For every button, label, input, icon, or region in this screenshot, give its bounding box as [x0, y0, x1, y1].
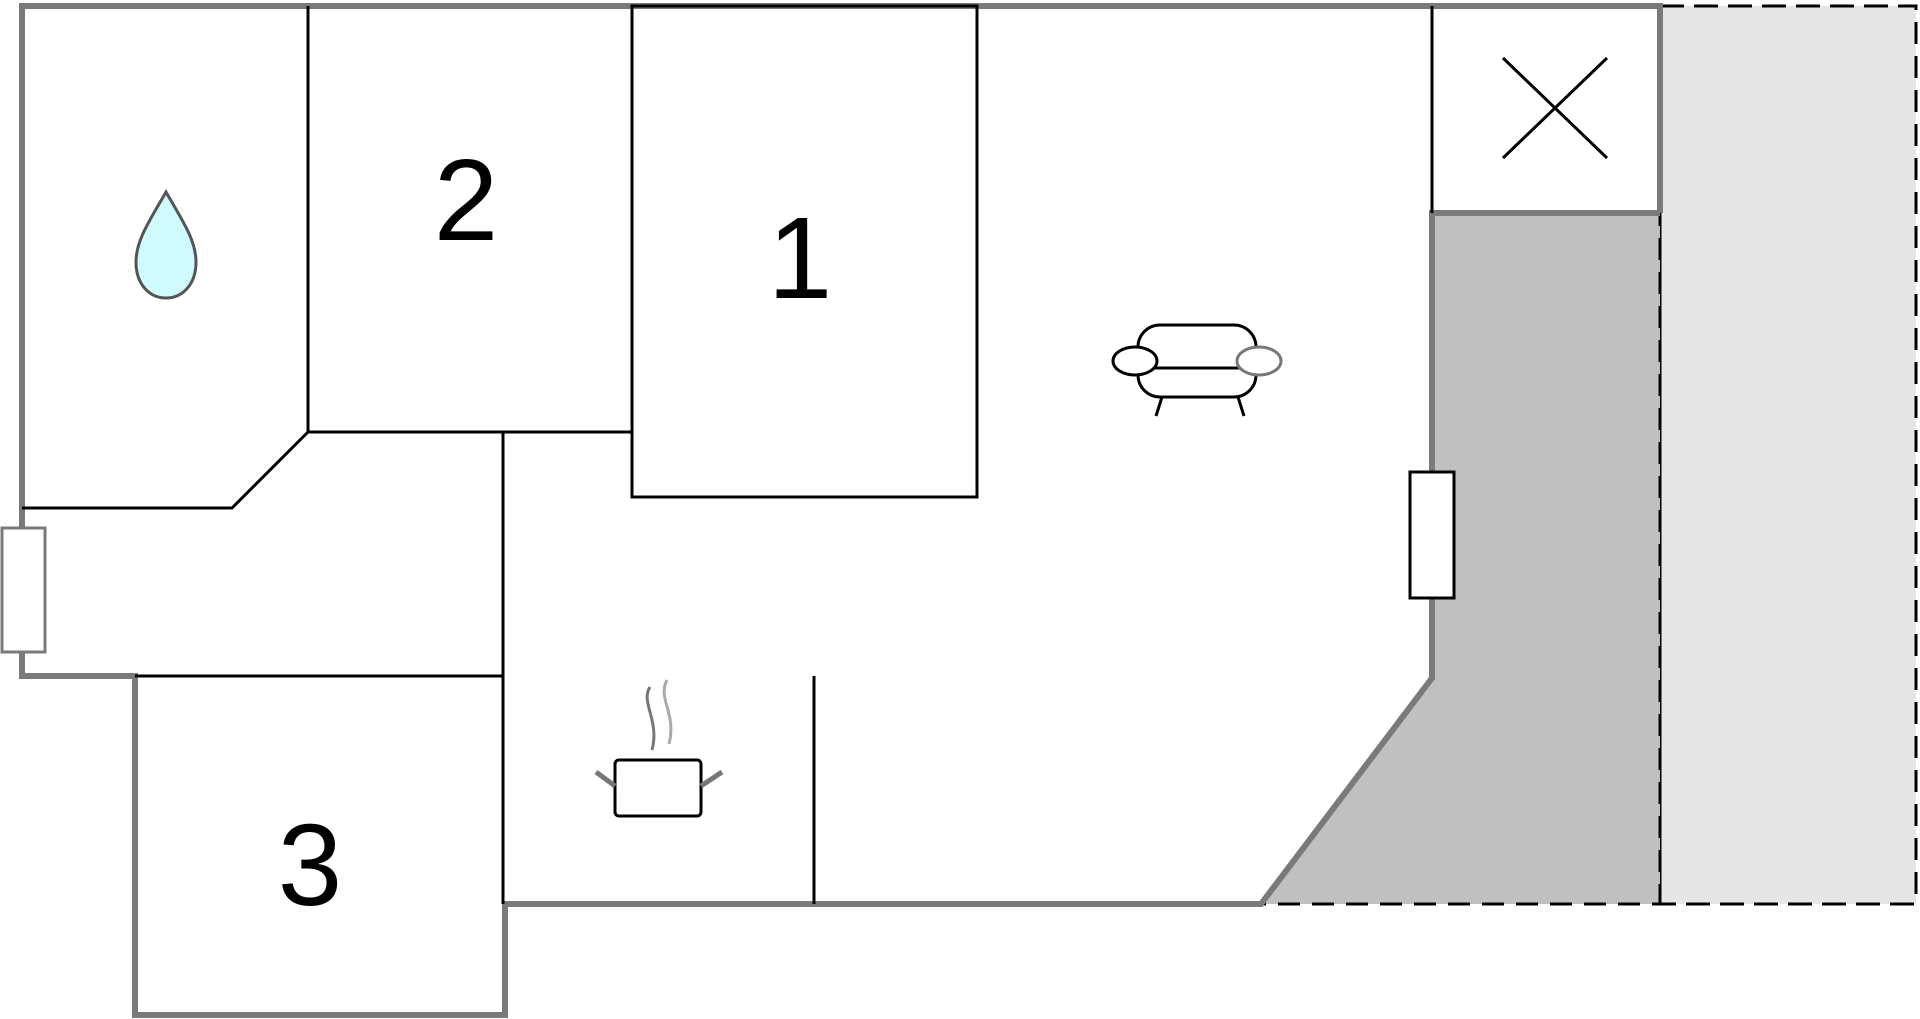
room-label-1: 1 — [768, 193, 833, 323]
terrace — [1261, 213, 1660, 904]
window-right — [1408, 470, 1456, 600]
sofa-icon — [1111, 323, 1283, 417]
outdoor-area — [1658, 4, 1918, 906]
room-label-2: 2 — [434, 135, 499, 265]
x-mark-icon — [1501, 56, 1609, 160]
room-label-3: 3 — [278, 800, 343, 930]
water-drop-icon — [134, 188, 198, 300]
inner-walls — [22, 4, 1434, 904]
cooking-pot-icon — [594, 679, 724, 818]
window-left — [0, 526, 47, 654]
